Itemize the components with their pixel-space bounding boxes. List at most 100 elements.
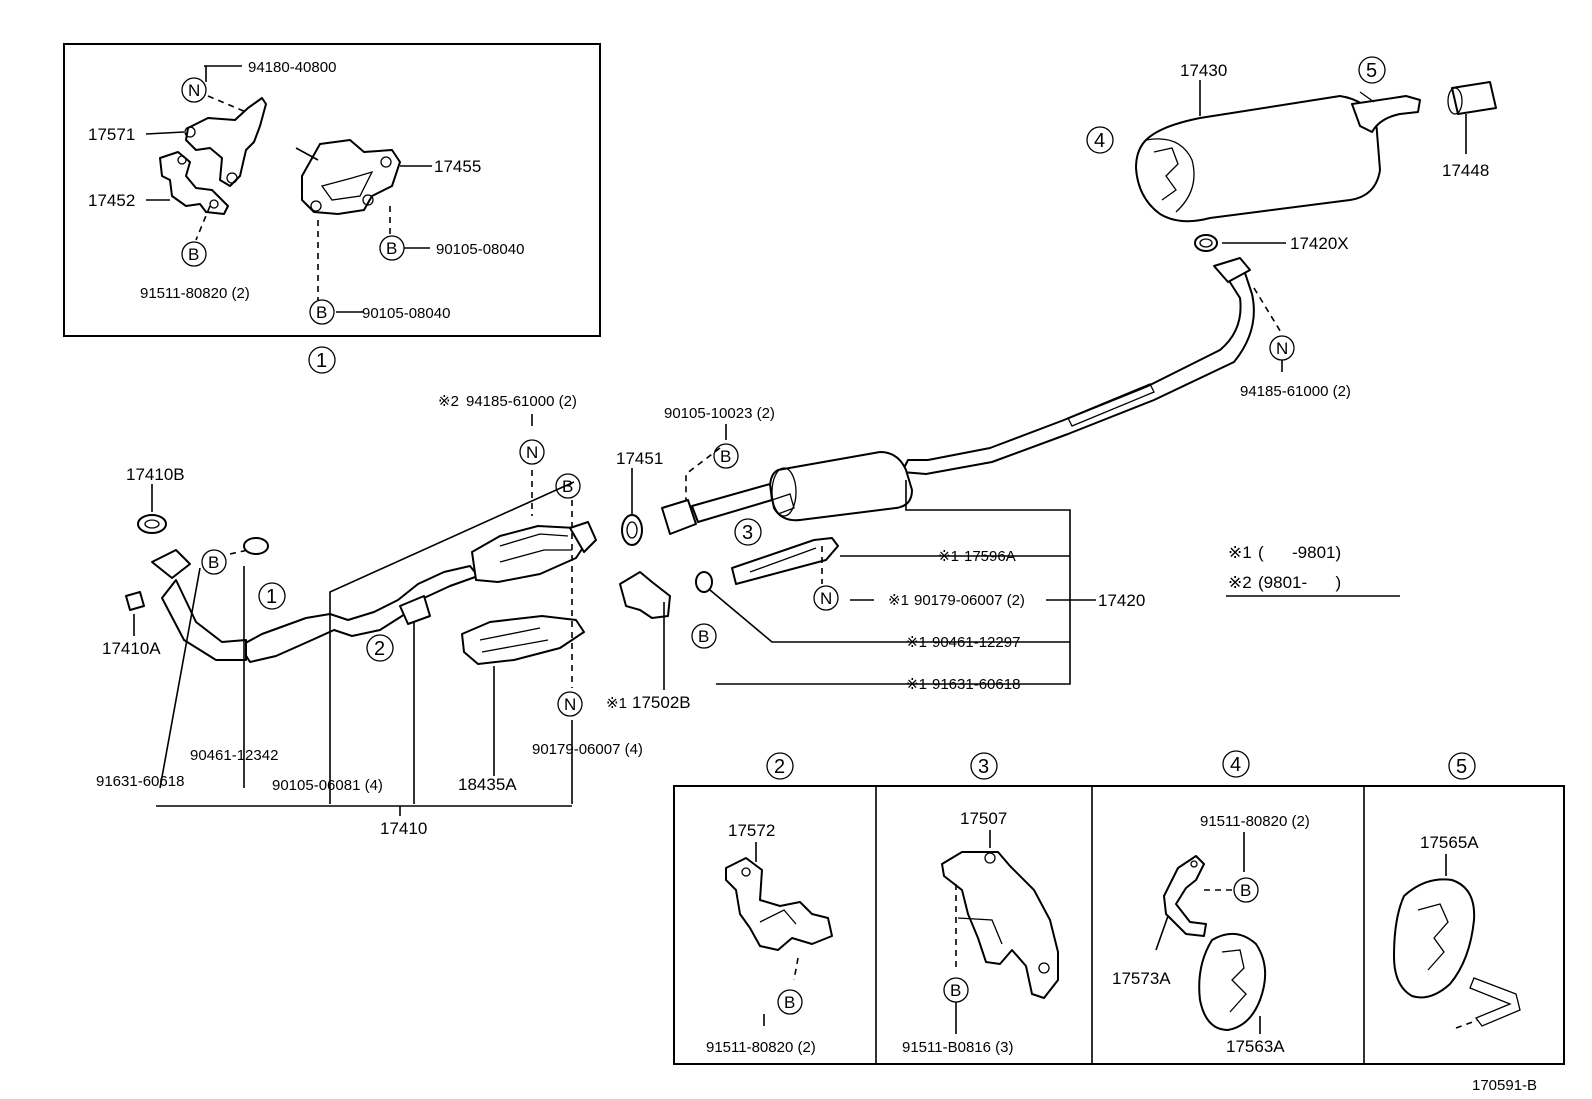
- gasket-17410b: [137, 514, 167, 534]
- part-label-90105-08040: 90105-08040: [436, 241, 524, 258]
- part-label-17420: 17420: [1098, 591, 1145, 610]
- nut-marker-front: [519, 439, 545, 465]
- part-label-17410b: 17410B: [126, 465, 185, 484]
- bolt-marker-label: B: [316, 303, 327, 322]
- part-label-90105-06081: 90105-06081 (4): [272, 777, 383, 794]
- part-label-17410: 17410: [380, 819, 427, 838]
- callout-4-circle: [1086, 126, 1114, 154]
- part-label-94185-61000: 94185-61000 (2): [1240, 383, 1351, 400]
- callout-1-label: 1: [316, 350, 327, 372]
- note-1-mark: ※1: [906, 676, 927, 693]
- clamp-17502b: [619, 571, 671, 619]
- bolt-marker-label: B: [698, 627, 709, 646]
- part-label-90461-12342: 90461-12342: [190, 747, 278, 764]
- callout-3-panel-label: 3: [978, 756, 989, 778]
- legend-notes: ※1 ( -9801) ※2 (9801- ): [1226, 543, 1400, 597]
- exhaust-manifold-pipe: [161, 579, 247, 661]
- part-label-90461-12297: 90461-12297: [932, 634, 1020, 651]
- tail-tip-17448: [1451, 81, 1497, 115]
- callout-2-panel-label: 2: [774, 756, 785, 778]
- bolt-marker-inset-b: [379, 235, 405, 261]
- diagram-code: 170591-B: [1472, 1077, 1537, 1094]
- tail-pipe: [1351, 95, 1421, 133]
- bolt-marker-label: B: [188, 245, 199, 264]
- bolt-marker-label: B: [562, 477, 573, 496]
- part-label-17451: 17451: [616, 449, 663, 468]
- part-label-18435a: 18435A: [458, 775, 517, 794]
- nut-marker-label: N: [820, 589, 832, 608]
- part-label-94180-40800: 94180-40800: [248, 59, 336, 76]
- nut-marker-label: N: [1276, 339, 1288, 358]
- heat-shield-17455: [301, 139, 401, 215]
- note-1-mark: ※1: [606, 695, 627, 712]
- part-label-17572: 17572: [728, 821, 775, 840]
- detail-panels: 2 17572 B 91511-80820 (2) 3 17507 B 9151…: [673, 750, 1565, 1065]
- part-label-17571: 17571: [88, 125, 135, 144]
- part-label-17596a: 17596A: [964, 548, 1016, 565]
- callout-2-panel-circle: [766, 752, 794, 780]
- part-label-17565a: 17565A: [1420, 833, 1479, 852]
- part-label-17448: 17448: [1442, 161, 1489, 180]
- inset-1-frame: [63, 43, 601, 337]
- callout-3-circle: [734, 518, 762, 546]
- main-exhaust-assembly: N B N B B N B N 5 4 3 1 2 17430 17448 17…: [96, 56, 1497, 838]
- part-label-17563a: 17563A: [1226, 1037, 1285, 1056]
- part-label-91631-60618: 91631-60618: [932, 676, 1020, 693]
- part-label-17452: 17452: [88, 191, 135, 210]
- note-1-mark: ※1: [938, 548, 959, 565]
- bolt-marker-label: B: [950, 981, 961, 1000]
- bolt-marker-center: [713, 443, 739, 469]
- callout-3-label: 3: [742, 522, 753, 544]
- callout-4-panel-label: 4: [1230, 754, 1241, 776]
- bolt-marker-inset-c: [309, 299, 335, 325]
- part-label-91511-80820: 91511-80820 (2): [1200, 813, 1310, 830]
- part-label-17507: 17507: [960, 809, 1007, 828]
- rear-muffler-17430: [1135, 95, 1381, 223]
- part-label-17502b: 17502B: [632, 693, 691, 712]
- note-2-mark: ※2: [438, 393, 459, 410]
- bolt-marker-manifold: [201, 549, 227, 575]
- gasket-17451: [621, 514, 643, 546]
- callout-3-panel-circle: [970, 752, 998, 780]
- nut-marker-inset: [181, 77, 207, 103]
- part-label-17573a: 17573A: [1112, 969, 1171, 988]
- hanger-bracket-17507: [941, 851, 1059, 999]
- callout-4-label: 4: [1094, 130, 1105, 152]
- part-label-91511-b0816: 91511-B0816 (3): [902, 1039, 1013, 1056]
- bolt-marker-gasket: [691, 623, 717, 649]
- part-label-90179-06007: 90179-06007 (4): [532, 741, 643, 758]
- bolt-marker-label: B: [784, 993, 795, 1012]
- gasket-90461-12342: [243, 537, 269, 555]
- bolt-marker-inset-a: [181, 241, 207, 267]
- callout-5-circle: [1358, 56, 1386, 84]
- callout-1-main-label: 1: [266, 586, 277, 608]
- nut-marker-insulator: [813, 585, 839, 611]
- nut-marker-label: N: [188, 81, 200, 100]
- bolt-marker-label: B: [720, 447, 731, 466]
- part-label-90105-10023: 90105-10023 (2): [664, 405, 775, 422]
- note-1-mark: ※1: [1228, 543, 1252, 562]
- callout-4-panel-circle: [1222, 750, 1250, 778]
- part-label-17455: 17455: [434, 157, 481, 176]
- center-pipe-17420: [901, 269, 1255, 475]
- callout-1-main-circle: [258, 582, 286, 610]
- part-label-91511-80820: 91511-80820 (2): [706, 1039, 816, 1056]
- nut-marker-label: N: [564, 695, 576, 714]
- note-1-range: ( -9801): [1258, 543, 1341, 562]
- note-2-mark: ※2: [1228, 573, 1252, 592]
- bolt-marker-label: B: [208, 553, 219, 572]
- part-label-91511-80820: 91511-80820 (2): [140, 285, 250, 302]
- callout-5-label: 5: [1366, 60, 1377, 82]
- center-muffler: [769, 451, 913, 522]
- part-label-90179-06007: 90179-06007 (2): [914, 592, 1025, 609]
- hanger-bracket-17572: [725, 857, 833, 951]
- part-label-94185-61000: 94185-61000 (2): [466, 393, 577, 410]
- heat-insulator-18435a: [461, 615, 585, 665]
- bolt-marker-panel-4: [1233, 877, 1259, 903]
- callout-1-circle: [308, 346, 336, 374]
- detail-panels-frame: [673, 785, 1565, 1065]
- bolt-marker-panel-2: [777, 989, 803, 1015]
- clamp-17452: [159, 151, 229, 215]
- rubber-hanger-17563a: [1198, 933, 1267, 1031]
